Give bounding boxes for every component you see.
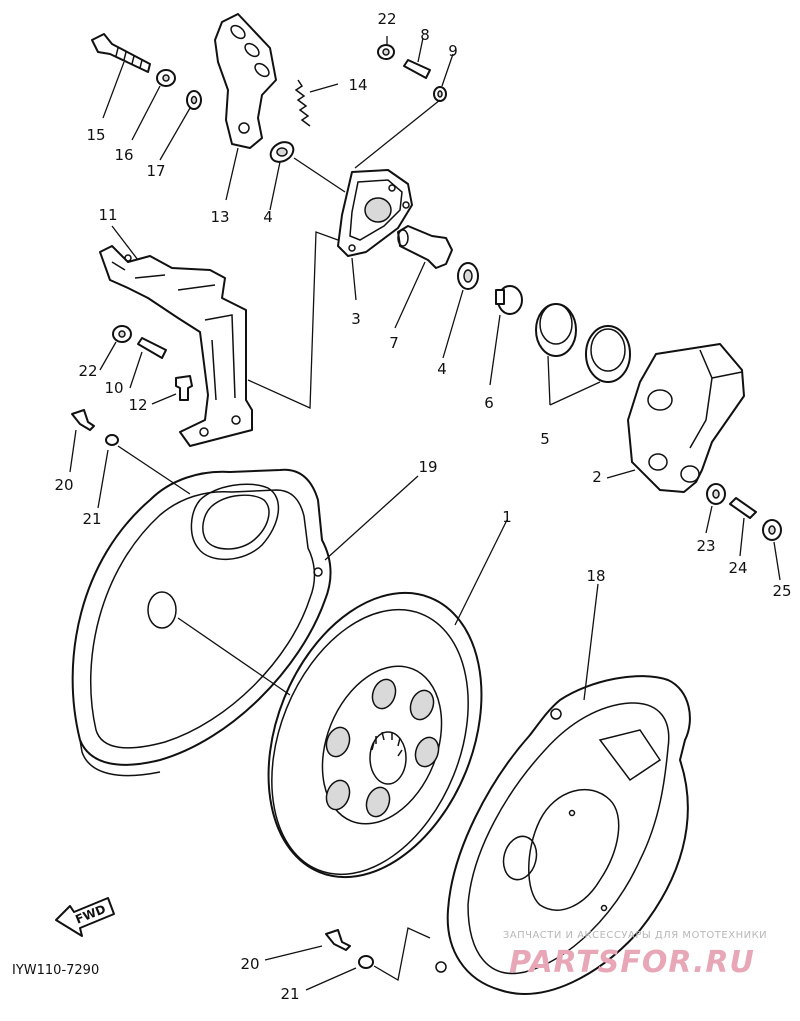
leader-lines	[69, 36, 781, 991]
watermark-tagline: ЗАПЧАСТИ И АКСЕССУАРЫ ДЛЯ МОТОТЕХНИКИ	[503, 930, 767, 941]
callout-19: 19	[418, 458, 437, 476]
callout-22-lower: 22	[78, 362, 97, 380]
part-1-brake-disc	[267, 591, 483, 879]
callout-11: 11	[98, 206, 117, 224]
callout-17: 17	[146, 162, 165, 180]
callout-20-lower: 20	[240, 955, 259, 973]
callout-4-upper: 4	[263, 208, 273, 226]
part-4-washers	[269, 141, 479, 290]
callout-21-upper: 21	[82, 510, 101, 528]
callout-16: 16	[114, 146, 133, 164]
callout-1: 1	[502, 508, 512, 526]
callout-25: 25	[772, 582, 791, 600]
watermark: ЗАПЧАСТИ И АКСЕССУАРЫ ДЛЯ МОТОТЕХНИКИ PA…	[503, 930, 767, 980]
callout-9: 9	[448, 42, 458, 60]
part-6-plug	[495, 285, 523, 315]
diagram-ref-code: IYW110-7290	[12, 963, 99, 978]
part-18-dust-cover	[435, 675, 691, 995]
callout-4-lower: 4	[437, 360, 447, 378]
fasteners	[71, 33, 782, 969]
callout-24: 24	[728, 559, 747, 577]
callout-14: 14	[348, 76, 367, 94]
part-11-bracket	[99, 245, 253, 447]
callout-7: 7	[389, 334, 399, 352]
callout-labels: 1 2 3 4 4 5 6 7 8 9 10 11 12 13 14 15 16…	[54, 10, 791, 1003]
part-19-dust-cover	[71, 468, 332, 777]
part-7-cam-shaft	[397, 225, 453, 269]
callout-6: 6	[484, 394, 494, 412]
callout-5: 5	[540, 430, 550, 448]
callout-13: 13	[210, 208, 229, 226]
callout-10: 10	[104, 379, 123, 397]
callout-12: 12	[128, 396, 147, 414]
part-5-seals	[535, 303, 631, 383]
watermark-logo: PARTSFOR.RU	[509, 945, 755, 980]
part-13-lever	[214, 13, 277, 149]
callout-23: 23	[696, 537, 715, 555]
callout-15: 15	[86, 126, 105, 144]
callout-2: 2	[592, 468, 602, 486]
callout-8: 8	[420, 26, 430, 44]
callout-3: 3	[351, 310, 361, 328]
part-2-caliper	[627, 343, 745, 493]
callout-21-lower: 21	[280, 985, 299, 1003]
callout-22-upper: 22	[377, 10, 396, 28]
fwd-arrow: FWD	[55, 897, 115, 937]
callout-18: 18	[586, 567, 605, 585]
callout-20-upper: 20	[54, 476, 73, 494]
part-3-housing	[337, 169, 413, 257]
